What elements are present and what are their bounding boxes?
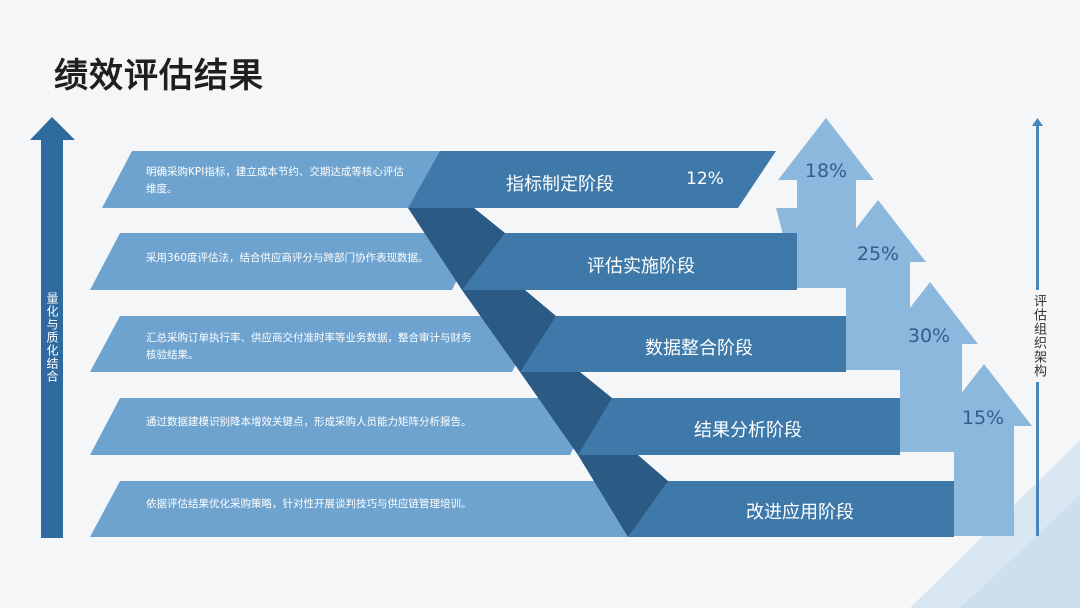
stage-4-name: 结果分析阶段 [694, 420, 802, 441]
stage-3-percent: 25% [856, 243, 900, 265]
stage-3-name: 数据整合阶段 [645, 338, 753, 359]
desc-bar-4 [90, 398, 598, 455]
desc-bar-5 [90, 481, 656, 537]
stage-3-description: 汇总采购订单执行率、供应商交付准时率等业务数据，整合审计与财务核验结果。 [146, 332, 472, 361]
stage-bar-1 [408, 151, 776, 208]
up-arrow-4 [936, 364, 1032, 536]
stage-bar-5 [628, 481, 954, 537]
desc-bar-3 [90, 316, 540, 372]
left-axis-arrow [30, 117, 75, 538]
stage-bar-2 [462, 233, 797, 290]
stage-4-description: 通过数据建模识别降本增效关键点，形成采购人员能力矩阵分析报告。 [146, 416, 472, 428]
left-axis-label: 量化与质化结合 [45, 292, 59, 383]
stage-5-percent: 15% [961, 407, 1005, 429]
stage-2-name: 评估实施阶段 [587, 256, 695, 277]
page-title: 绩效评估结果 [54, 56, 264, 96]
corner-decoration-light [960, 495, 1080, 608]
stage-1-percent: 12% [686, 169, 724, 189]
stage-bar-4 [578, 398, 900, 455]
stage-4-percent: 30% [907, 325, 951, 347]
fold-2 [462, 290, 556, 372]
right-axis-label: 评估组织架构 [1031, 290, 1046, 382]
stage-1-name: 指标制定阶段 [506, 174, 614, 195]
desc-bar-2 [90, 233, 480, 290]
stage-bar-3 [520, 316, 846, 372]
stage-2-percent: 18% [804, 160, 848, 182]
stage-5-name: 改进应用阶段 [746, 502, 854, 523]
fold-3 [520, 372, 612, 455]
stage-1-description: 明确采购KPI指标，建立成本节约、交期达成等核心评估维度。 [146, 166, 404, 195]
stage-2-description: 采用360度评估法，结合供应商评分与跨部门协作表现数据。 [146, 252, 429, 264]
desc-bar-1 [102, 151, 470, 208]
stage-5-description: 依据评估结果优化采购策略，针对性开展谈判技巧与供应链管理培训。 [146, 498, 472, 510]
